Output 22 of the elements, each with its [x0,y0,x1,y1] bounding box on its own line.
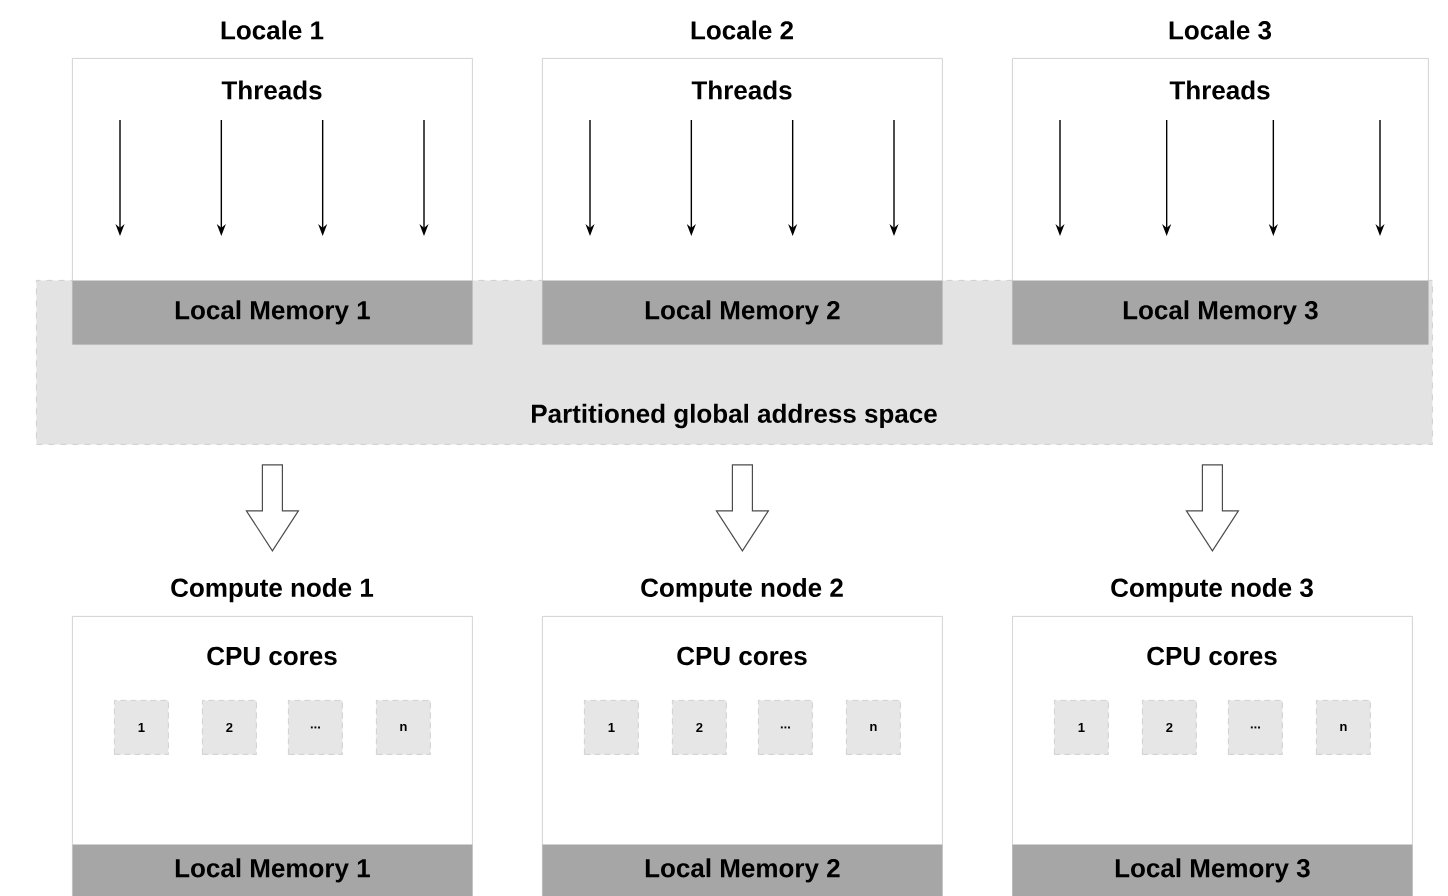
hollow-arrow [715,464,770,552]
memory-bar: Local Memory 1 [72,280,473,345]
box-title: CPU cores [207,646,337,666]
box-heading: Compute node 1 [171,577,374,603]
box-title: CPU cores [677,646,807,666]
box-heading: Compute node 2 [641,577,843,603]
memory-bar: Local Memory 3 [1012,280,1429,345]
box-title: Threads [221,80,322,100]
memory-bar: Local Memory 2 [542,280,943,345]
hollow-arrow [1185,464,1240,552]
box-title: CPU cores [1147,646,1277,666]
hollow-arrow [245,464,300,552]
box-title: Threads [691,80,792,100]
box-heading: Locale 2 [691,20,793,40]
band-label: Partitioned global address space [532,403,937,429]
box-heading: Compute node 3 [1111,577,1313,603]
box-title: Threads [1169,80,1270,100]
box-heading: Locale 1 [221,20,324,40]
box-heading: Locale 3 [1169,20,1272,40]
memory-bar: Local Memory 3 [1012,844,1413,896]
memory-bar: Local Memory 2 [542,844,943,896]
memory-bar: Local Memory 1 [72,844,473,896]
